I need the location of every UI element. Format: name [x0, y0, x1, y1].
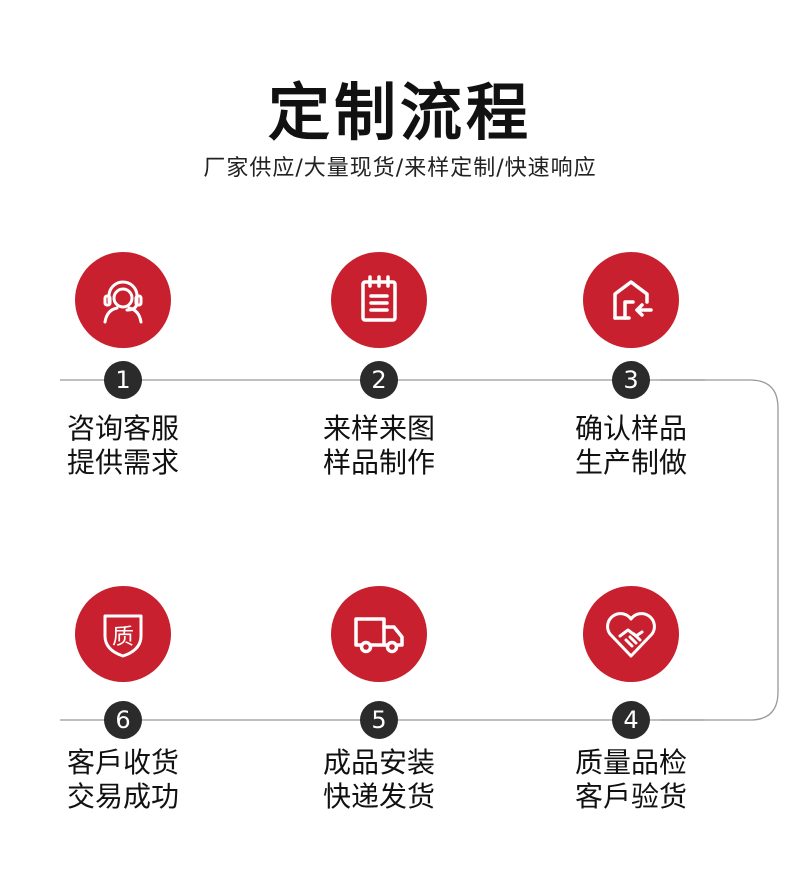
- step-2-label: 来样来图 样品制作: [279, 412, 479, 480]
- step-6-icon-circle: 质: [23, 586, 223, 682]
- step-1-label: 咨询客服 提供需求: [23, 412, 223, 480]
- step-3-icon-circle: [531, 252, 731, 348]
- step-5-line1: 成品安装: [322, 746, 435, 779]
- page-title: 定制流程: [267, 76, 532, 149]
- step-5-icon-circle: [279, 586, 479, 682]
- step-1-icon-circle: [23, 252, 223, 348]
- step-2-line2: 样品制作: [322, 446, 435, 479]
- step-3-label: 确认样品 生产制做: [531, 412, 731, 480]
- step-5-number: 5: [360, 701, 398, 739]
- delivery-truck-icon: [331, 586, 427, 682]
- step-2-line1: 来样来图: [322, 412, 435, 445]
- handshake-heart-icon: [583, 586, 679, 682]
- step-6-line1: 客戶收货: [66, 746, 179, 779]
- step-6-label: 客戶收货 交易成功: [23, 746, 223, 814]
- house-return-icon: [583, 252, 679, 348]
- quality-glyph: 质: [112, 625, 134, 650]
- step-6-line2: 交易成功: [66, 780, 179, 813]
- step-1-number: 1: [104, 361, 142, 399]
- step-3-line1: 确认样品: [574, 412, 687, 445]
- step-5-line2: 快递发货: [322, 780, 435, 813]
- step-1-line1: 咨询客服: [66, 412, 179, 445]
- step-3-number: 3: [612, 361, 650, 399]
- step-6-number: 6: [104, 701, 142, 739]
- quality-shield-icon: 质: [75, 586, 171, 682]
- step-4-line1: 质量品检: [574, 746, 687, 779]
- right-return-line: [660, 379, 779, 721]
- step-1-line2: 提供需求: [66, 446, 179, 479]
- step-4-icon-circle: [531, 586, 731, 682]
- step-3-line2: 生产制做: [574, 446, 687, 479]
- step-4-label: 质量品检 客戶验货: [531, 746, 731, 814]
- step-2-number: 2: [360, 361, 398, 399]
- notepad-icon: [331, 252, 427, 348]
- headset-agent-icon: [75, 252, 171, 348]
- step-4-line2: 客戶验货: [574, 780, 687, 813]
- page-subtitle: 厂家供应/大量现货/来样定制/快速响应: [203, 156, 597, 181]
- step-4-number: 4: [612, 701, 650, 739]
- step-2-icon-circle: [279, 252, 479, 348]
- step-5-label: 成品安装 快递发货: [279, 746, 479, 814]
